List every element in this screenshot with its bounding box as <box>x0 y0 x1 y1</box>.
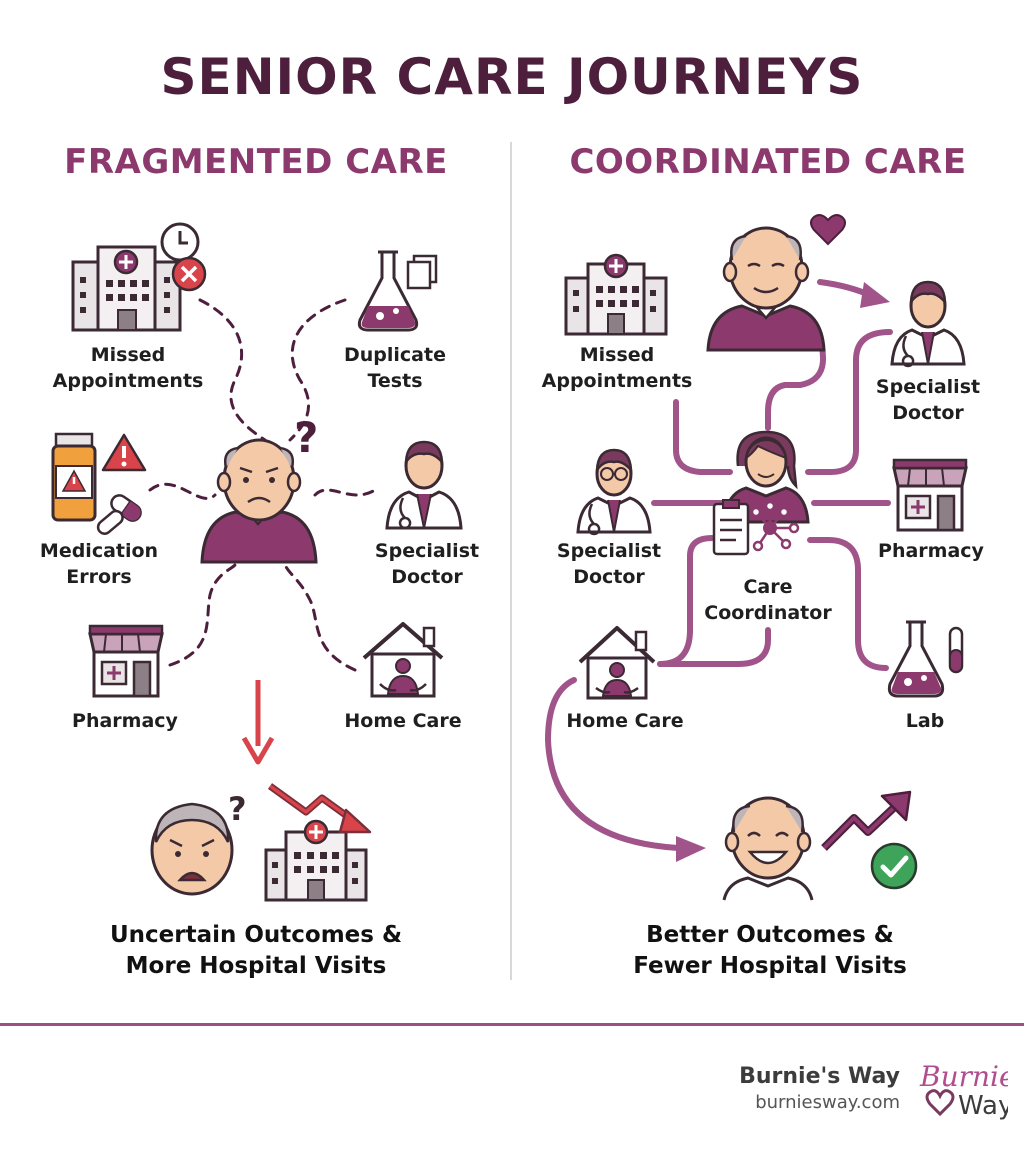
worried-senior-icon <box>150 802 234 896</box>
x-mark-icon <box>171 256 207 292</box>
right-left-doctor-icon <box>576 448 652 536</box>
burnies-way-logo: Burnie Way <box>919 1060 1008 1121</box>
right-missed-appointments-label: Missed Appointments <box>541 344 693 392</box>
trend-up-arrow-icon <box>821 790 912 851</box>
home-care-icon <box>362 622 444 698</box>
right-hospital-icon <box>564 253 668 336</box>
right-pharmacy-icon <box>892 458 968 532</box>
lab-flask-icon <box>887 620 964 698</box>
logo-heart-icon <box>925 1089 955 1117</box>
footer-divider <box>0 1023 1024 1026</box>
right-top-specialist-label: Specialist Doctor <box>875 376 981 424</box>
brand-name: Burnie's Way <box>739 1064 900 1089</box>
page-title: SENIOR CARE JOURNEYS <box>160 48 864 106</box>
fragmented-outcome-text: Uncertain Outcomes & More Hospital Visit… <box>109 922 403 979</box>
happy-senior-icon <box>722 796 814 901</box>
column-divider <box>510 142 512 980</box>
right-home-care-label: Home Care <box>566 710 684 732</box>
right-top-doctor-icon <box>890 280 966 368</box>
clipboard-network-icon <box>712 499 800 556</box>
medication-errors-label: Medication Errors <box>39 540 159 588</box>
heart-icon <box>810 214 846 246</box>
care-coordinator-label: Care Coordinator <box>704 576 832 624</box>
logo-text-bottom: Way <box>958 1091 1008 1121</box>
coordinated-outcome-text: Better Outcomes & Fewer Hospital Visits <box>633 922 907 979</box>
brand-url[interactable]: burniesway.com <box>755 1092 900 1113</box>
calm-senior-icon <box>706 226 826 352</box>
hospital-building-icon <box>264 819 368 902</box>
right-home-care-icon <box>578 626 656 700</box>
left-home-care-label: Home Care <box>344 710 462 732</box>
right-left-specialist-label: Specialist Doctor <box>556 540 662 588</box>
question-mark-icon: ? <box>294 413 318 462</box>
confused-senior-icon <box>200 438 318 564</box>
warning-icon <box>101 433 147 472</box>
duplicate-tests-label: Duplicate Tests <box>344 344 446 392</box>
flask-icon <box>357 250 438 332</box>
red-down-arrow-icon <box>241 680 275 765</box>
coordinated-care-heading: COORDINATED CARE <box>569 142 967 182</box>
pharmacy-icon <box>88 624 164 698</box>
missed-appointments-label: Missed Appointments <box>52 344 204 392</box>
lab-label: Lab <box>905 710 945 732</box>
pill-bottle-icon <box>51 432 142 535</box>
doctor-icon <box>385 440 463 530</box>
logo-text-top: Burnie <box>919 1060 1008 1093</box>
svg-text:?: ? <box>294 413 318 462</box>
right-pharmacy-label: Pharmacy <box>878 540 984 562</box>
hospital-icon <box>71 245 182 332</box>
trend-down-arrow-icon <box>267 783 372 834</box>
left-specialist-doctor-label: Specialist Doctor <box>374 540 480 588</box>
svg-text:?: ? <box>228 790 247 828</box>
check-mark-icon <box>870 842 918 890</box>
fragmented-care-heading: FRAGMENTED CARE <box>64 142 448 182</box>
small-question-mark-icon: ? <box>228 790 247 828</box>
left-pharmacy-label: Pharmacy <box>72 710 178 732</box>
